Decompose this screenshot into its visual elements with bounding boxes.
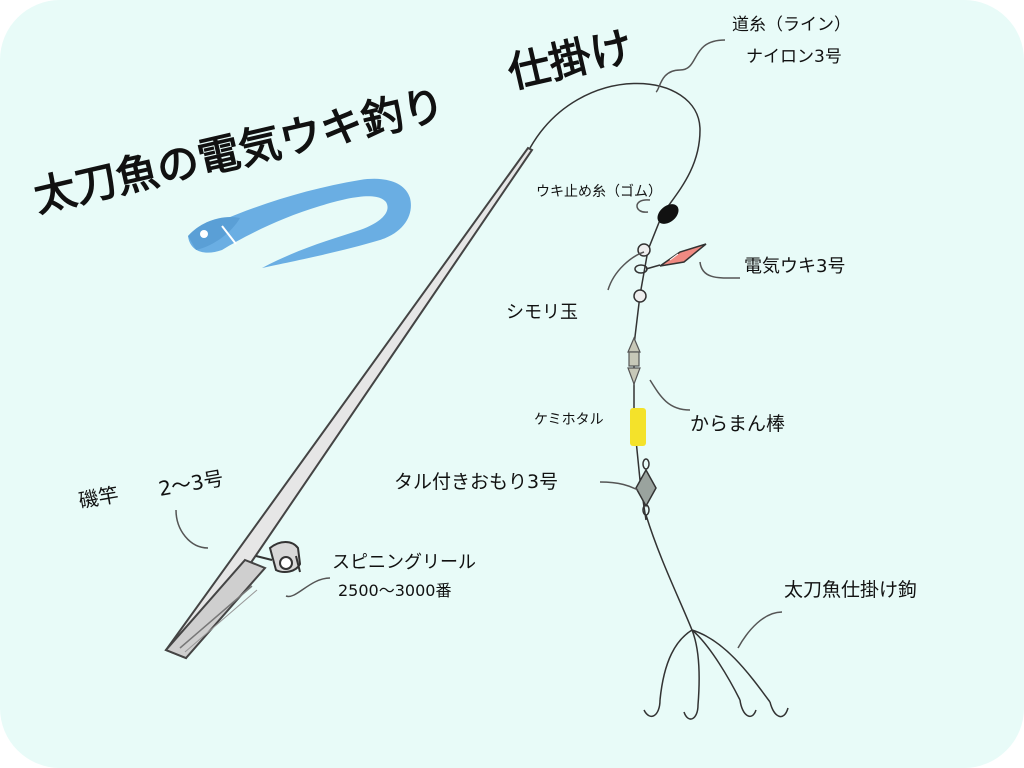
label-reel-2: 2500〜3000番 [338, 581, 451, 600]
glow-stick-icon [630, 408, 646, 446]
hook-rig [643, 514, 789, 720]
fishing-rod [164, 146, 534, 660]
float-stopper-icon [657, 204, 679, 224]
label-barrel-sinker: タル付きおもり3号 [394, 471, 558, 493]
barrel-sinker-icon [635, 458, 657, 516]
label-karaman-rod: からまん棒 [690, 413, 785, 435]
karaman-rod-bottom [627, 367, 641, 386]
label-float-stopper: ウキ止め糸（ゴム） [536, 183, 662, 200]
label-sinker-beads: シモリ玉 [506, 302, 578, 323]
cutlassfish-icon [188, 178, 411, 268]
spinning-reel [255, 541, 302, 573]
electric-float-icon [634, 243, 707, 274]
sinker-bead-bottom [633, 289, 647, 303]
label-glow-stick: ケミホタル [534, 412, 604, 428]
label-main-line-1: 道糸（ライン） [732, 15, 851, 35]
label-main-line-2: ナイロン3号 [746, 47, 842, 67]
label-reel-1: スピニングリール [332, 552, 476, 573]
label-electric-float: 電気ウキ3号 [744, 256, 845, 277]
karaman-rod-mid [628, 351, 640, 367]
callout-pointers [175, 39, 783, 649]
label-hook: 太刀魚仕掛け鉤 [784, 579, 917, 601]
